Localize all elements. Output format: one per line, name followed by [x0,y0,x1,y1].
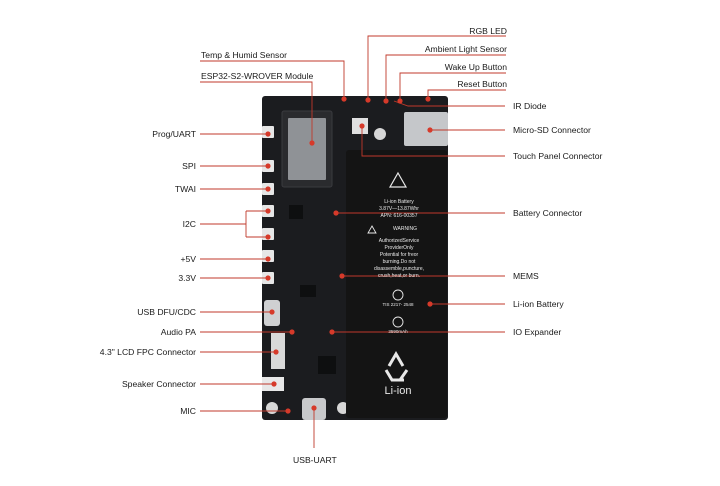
marker-rgb-led [365,97,371,103]
label-spi: SPI [182,161,196,171]
marker-3v3 [265,275,271,281]
marker-usb-uart [311,405,317,411]
battery-body3: Potential for freor [379,252,419,258]
markers [265,96,433,414]
recycle-icon [384,351,409,382]
battery-body2: ProviderOnly [384,245,414,251]
cert-mark-icon [392,289,404,301]
label-io-expander: IO Expander [513,327,562,337]
marker-wake-up [397,98,403,104]
label-3v3: 3.3V [178,273,196,283]
battery-body4: burning.Do not [382,259,416,265]
marker-prog-uart [265,131,271,137]
marker-touch-panel [359,123,365,129]
battery-brand: Li-ion [384,385,412,397]
leader-line-reset [427,89,506,99]
label-reset: Reset Button [457,79,507,89]
label-mems: MEMS [513,271,539,281]
label-speaker-connector: Speaker Connector [121,379,196,389]
label-i2c: I2C [182,219,196,229]
battery-line1: Li-ion Battery [384,199,414,205]
marker-reset [425,96,431,102]
leader-line-esp32 [200,81,313,143]
leader-line-temp-humid [200,60,345,99]
chip [289,205,303,219]
label-audio-pa: Audio PA [160,327,196,337]
label-lcd-fpc: 4.3" LCD FPC Connector [99,347,196,357]
battery-body1: AuthorizedService [378,238,420,244]
marker-mic [285,408,291,414]
battery-body6: crush,heat,or burn. [378,273,420,279]
marker-speaker [271,381,277,387]
marker-esp32 [309,140,315,146]
label-rgb-led: RGB LED [469,26,507,36]
mounting-hole [266,402,278,414]
micro-sd-slot [404,112,448,146]
label-micro-sd: Micro-SD Connector [513,125,591,135]
label-twai: TWAI [174,184,196,194]
battery-body5: disassemble,puncture, [373,266,425,272]
chip [318,356,336,374]
marker-ambient [383,98,389,104]
marker-io-expander [329,329,335,335]
label-ambient-light: Ambient Light Sensor [424,44,507,54]
battery-line2: 3.87V—13.87Whr [379,206,419,212]
label-usb-uart: USB-UART [293,455,337,465]
marker-temp-humid [341,96,347,102]
label-esp32: ESP32-S2-WROVER Module [201,71,314,81]
esp32-shield [288,118,326,180]
label-prog-uart: Prog/UART [152,129,196,139]
marker-batt-conn [333,210,339,216]
warning-triangle-icon [388,171,408,188]
label-wake-up: Wake Up Button [444,62,507,72]
marker-mems [339,273,345,279]
leader-line-wake-up [399,72,506,101]
leader-line-rgb-led [367,35,506,100]
marker-audio-pa [289,329,295,335]
label-usb-dfu-cdc: USB DFU/CDC [137,307,196,317]
label-5v: +5V [180,254,196,264]
marker-usb-dfu [269,309,275,315]
label-li-ion-battery: Li-ion Battery [513,299,564,309]
marker-micro-sd [427,127,433,133]
battery-warning: WARNING [393,226,417,232]
mounting-hole [374,128,386,140]
marker-twai [265,186,271,192]
marker-lcd-fpc [273,349,279,355]
marker-i2c-1 [265,208,271,214]
label-battery-connector: Battery Connector [513,208,583,218]
leader-line-touch-panel [361,126,505,157]
leader-line-ambient [385,54,506,101]
li-ion-battery-pack [346,150,447,418]
marker-5v [265,256,271,262]
marker-spi [265,163,271,169]
battery-line3: APN: 616-00357 [380,213,418,219]
marker-i2c-2 [265,234,271,240]
marker-li-ion [427,301,433,307]
label-temp-humid: Temp & Humid Sensor [201,50,287,60]
chip [300,285,316,297]
warning-triangle-small-icon [367,225,377,234]
battery-capacity: 3590mAh [388,329,408,334]
label-touch-panel: Touch Panel Connector [513,151,603,161]
battery-cert: TIS 2217- 2548 [382,302,414,307]
capacity-mark-icon [392,316,404,328]
label-ir-diode: IR Diode [513,101,547,111]
label-mic: MIC [180,406,196,416]
